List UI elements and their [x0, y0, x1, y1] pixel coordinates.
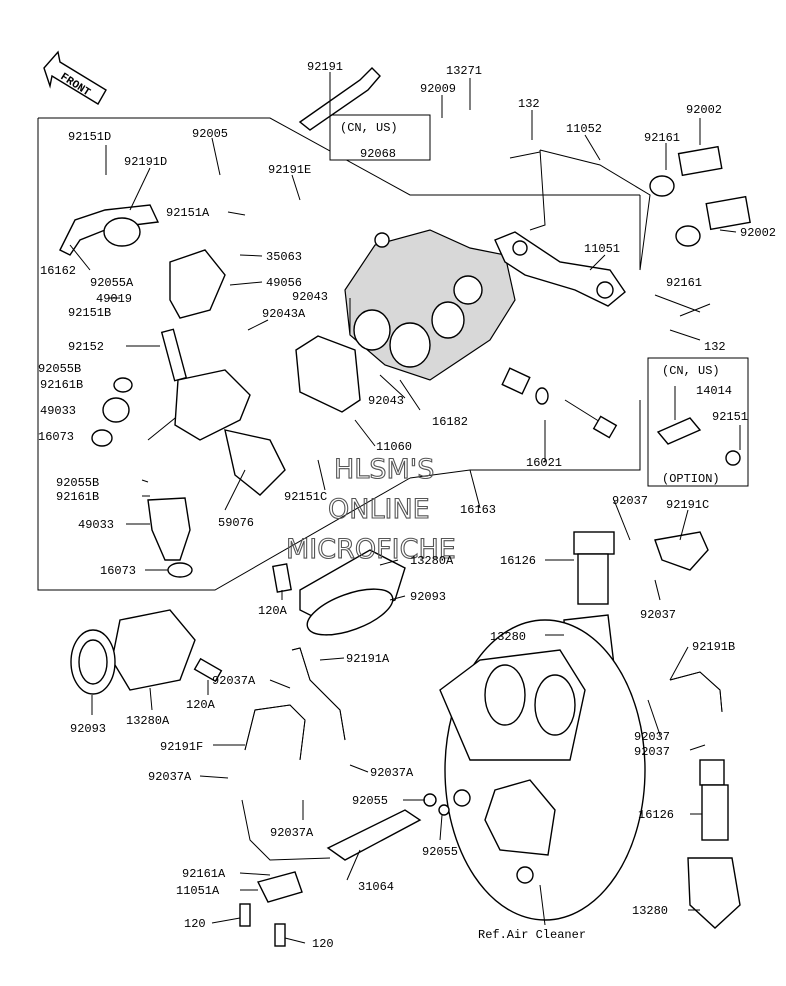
part-label: 92161A [182, 867, 226, 881]
watermark-line-3: MICROFICHE [286, 534, 456, 565]
part-label: 132 [518, 97, 540, 111]
part-label: 92191F [160, 740, 203, 754]
part-label: 49033 [78, 518, 114, 532]
part-label: 92161B [56, 490, 99, 504]
part-label: 11060 [376, 440, 412, 454]
part-label: 13280A [126, 714, 170, 728]
part-label: 92152 [68, 340, 104, 354]
part-label: 92009 [420, 82, 456, 96]
part-label: 92191A [346, 652, 390, 666]
part-label: 120A [258, 604, 288, 618]
part-label: 92161 [666, 276, 702, 290]
part-label: 92191B [692, 640, 735, 654]
part-label: 13271 [446, 64, 482, 78]
part-label: 120 [184, 917, 206, 931]
part-label: 92068 [360, 147, 396, 161]
watermark-line-2: ONLINE [328, 494, 430, 525]
part-label: 16126 [638, 808, 674, 822]
ref-air-cleaner-label: Ref.Air Cleaner [478, 928, 586, 942]
part-label: 31064 [358, 880, 394, 894]
part-label: 132 [704, 340, 726, 354]
part-label: 16021 [526, 456, 562, 470]
part-label: 92151B [68, 306, 111, 320]
part-label: 13280 [490, 630, 526, 644]
part-label: 92037 [640, 608, 676, 622]
front-arrow-icon: FRONT [43, 50, 107, 105]
part-label: 92191 [307, 60, 343, 74]
part-label: 11051 [584, 242, 620, 256]
part-label: 92055A [90, 276, 134, 290]
part-label: 11051A [176, 884, 220, 898]
air-cleaner-drawing [439, 619, 646, 921]
part-label: 92161B [40, 378, 83, 392]
part-label: 92043 [292, 290, 328, 304]
part-label: 16073 [100, 564, 136, 578]
part-label: 92093 [70, 722, 106, 736]
part-label: 35063 [266, 250, 302, 264]
callout-cn-us-b-label: (CN, US) [662, 364, 720, 378]
part-label: 120 [312, 937, 334, 951]
callout-cn-us-a-label: (CN, US) [340, 121, 398, 135]
part-label: 92037A [270, 826, 314, 840]
part-label: 92055 [352, 794, 388, 808]
part-label: 13280 [632, 904, 668, 918]
part-label: 92093 [410, 590, 446, 604]
part-label: 92037A [148, 770, 192, 784]
part-label: 92151C [284, 490, 327, 504]
part-label: 92151 [712, 410, 748, 424]
part-label: 16162 [40, 264, 76, 278]
callout-option-label: (OPTION) [662, 472, 720, 486]
part-labels: 92191 13271 92009 132 92002 11052 92068 … [38, 60, 776, 951]
part-label: 92037A [370, 766, 414, 780]
watermark-line-1: HLSM'S [334, 454, 434, 485]
part-label: 14014 [696, 384, 732, 398]
part-label: 16182 [432, 415, 468, 429]
watermark: HLSM'S ONLINE MICROFICHE [285, 453, 456, 565]
part-label: 49056 [266, 276, 302, 290]
part-label: 92037 [634, 730, 670, 744]
part-label: 92191E [268, 163, 311, 177]
part-label: 92055B [38, 362, 81, 376]
part-label: 92151A [166, 206, 210, 220]
part-label: 13280A [410, 554, 454, 568]
part-label: 92191D [124, 155, 167, 169]
callout-cn-us-a: (CN, US) [329, 114, 431, 161]
part-drawings [59, 67, 751, 947]
part-label: 92037 [634, 745, 670, 759]
part-label: 92055B [56, 476, 99, 490]
part-label: 92002 [740, 226, 776, 240]
part-label: 92005 [192, 127, 228, 141]
part-label: 92043A [262, 307, 306, 321]
part-label: 16126 [500, 554, 536, 568]
part-label: 92002 [686, 103, 722, 117]
part-label: 92037A [212, 674, 256, 688]
part-label: 49019 [96, 292, 132, 306]
leader-lines [69, 72, 741, 944]
part-label: 16073 [38, 430, 74, 444]
part-label: 92043 [368, 394, 404, 408]
part-label: 49033 [40, 404, 76, 418]
part-label: 92037 [612, 494, 648, 508]
throttle-body-drawing [344, 229, 516, 381]
part-label: 92191C [666, 498, 709, 512]
part-label: 92151D [68, 130, 111, 144]
part-label: 11052 [566, 122, 602, 136]
part-label: 59076 [218, 516, 254, 530]
part-label: 92161 [644, 131, 680, 145]
part-label: 120A [186, 698, 216, 712]
part-label: 92055 [422, 845, 458, 859]
part-label: 16163 [460, 503, 496, 517]
